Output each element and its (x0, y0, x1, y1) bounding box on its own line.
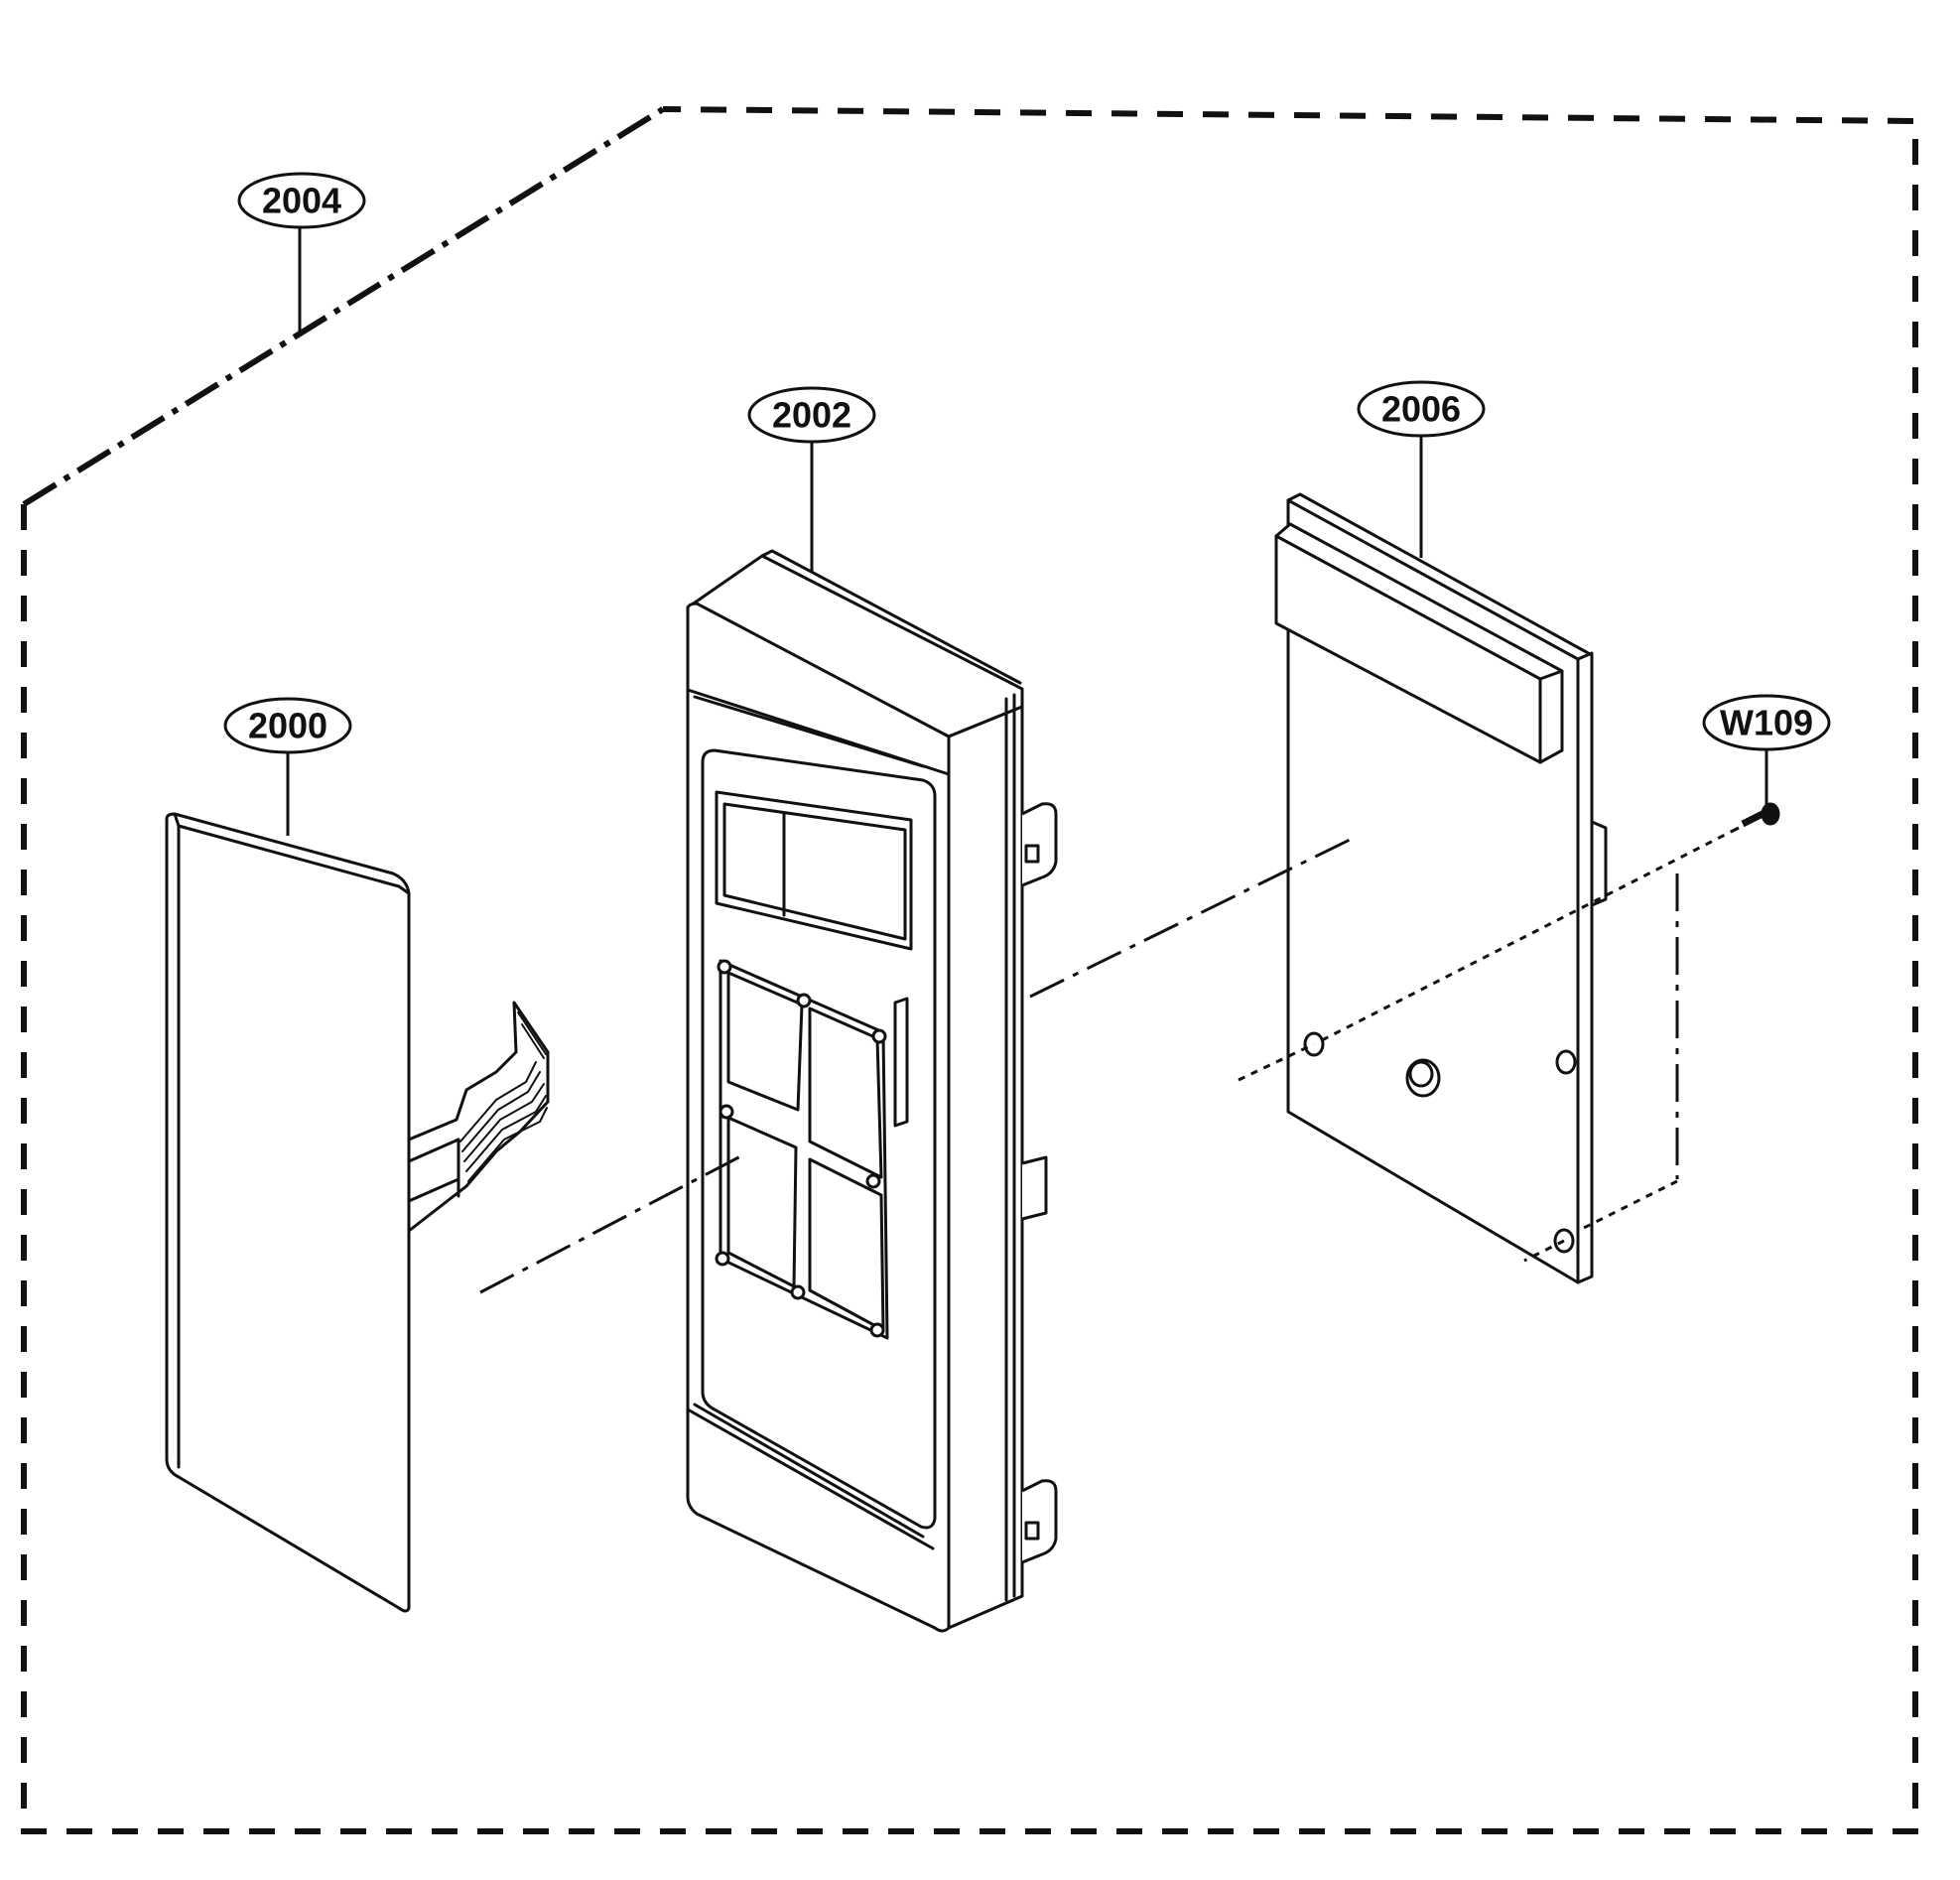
callout-2002: 2002 (747, 386, 876, 444)
callout-leaders (286, 226, 1768, 836)
callout-label: 2000 (248, 706, 327, 746)
callout-2004: 2004 (237, 172, 366, 229)
membrane-panel-2000 (165, 812, 550, 1613)
callout-label: 2002 (772, 395, 851, 436)
assembly-boundary (21, 106, 1918, 1834)
pcb-assembly-2006 (1274, 492, 1608, 1284)
control-frame-2002 (686, 549, 1058, 1633)
assembly-lines (479, 830, 1732, 1294)
callout-w109: W109 (1702, 694, 1831, 751)
callout-label: W109 (1720, 703, 1813, 743)
callout-label: 2004 (262, 181, 341, 221)
callout-2000: 2000 (223, 697, 352, 754)
screw-w109 (1730, 802, 1780, 834)
callout-label: 2006 (1381, 389, 1461, 430)
callout-2006: 2006 (1357, 380, 1486, 438)
